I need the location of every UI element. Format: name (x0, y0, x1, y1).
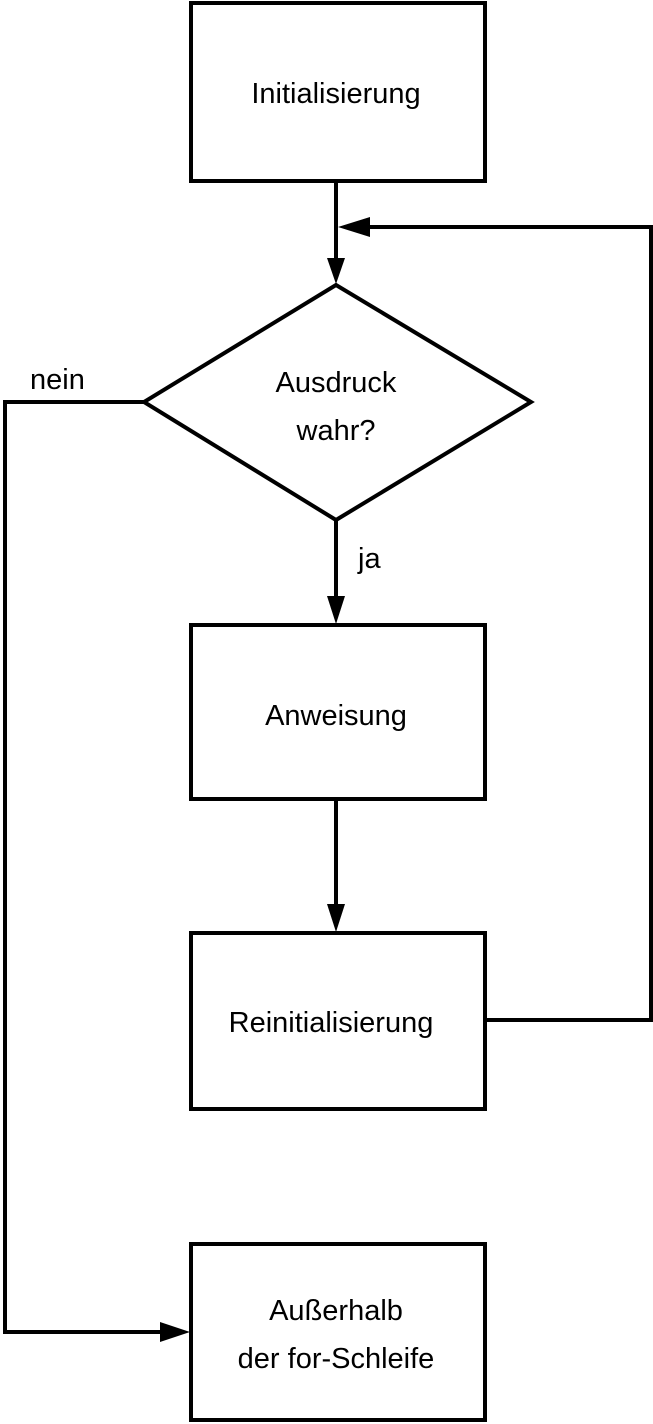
edge-label-yes: ja (357, 543, 381, 575)
edge-no-branch (3, 400, 162, 1334)
edge-label-no: nein (30, 364, 85, 396)
reinit-label: Reinitialisierung (229, 1007, 434, 1039)
arrowhead-down-reinit (327, 904, 345, 932)
statement-label: Anweisung (265, 700, 407, 732)
edge-loop-back (370, 225, 653, 1022)
arrowhead-down-condition (327, 258, 345, 284)
arrowhead-left-loop (338, 217, 370, 237)
outside-box (189, 1242, 487, 1422)
init-label: Initialisierung (251, 78, 420, 110)
outside-label-line1: Außerhalb (269, 1295, 403, 1327)
arrowhead-right-outside (160, 1322, 190, 1342)
statement-box (189, 623, 487, 801)
condition-label-line2: wahr? (296, 415, 376, 447)
reinit-box (189, 931, 487, 1111)
outside-label-line2: der for-Schleife (238, 1343, 435, 1375)
condition-diamond (140, 282, 535, 523)
init-box (189, 1, 487, 183)
arrowhead-down-statement (327, 596, 345, 624)
condition-label-line1: Ausdruck (276, 367, 397, 399)
